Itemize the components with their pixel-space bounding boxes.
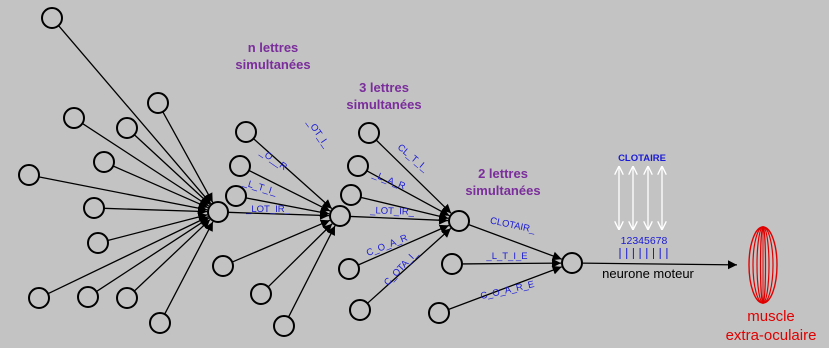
- edge-label-9: C_OTA_I_: [382, 248, 421, 288]
- layer3-input-edge-5: [367, 227, 452, 304]
- input-edge-8: [107, 212, 208, 242]
- layer2-input-edge-5: [267, 223, 333, 288]
- word-label: CLOTAIRE: [618, 153, 666, 164]
- input-neuron-12: [149, 312, 171, 334]
- layer2-input-neuron-4: [212, 255, 234, 277]
- layer3-input-neuron-1: [358, 122, 380, 144]
- edge-label-10: CLOTAIR_: [489, 215, 537, 235]
- input-neuron-2: [63, 107, 85, 129]
- input-edge-11: [133, 219, 211, 292]
- connections: [38, 25, 738, 318]
- layer2-input-edge-2: [248, 169, 331, 212]
- hidden2-to-hidden3-edge: [349, 215, 449, 225]
- positions-label: 12345678: [621, 235, 668, 247]
- muscle-icon: [748, 226, 778, 304]
- input-neuron-1: [41, 7, 63, 29]
- layer2-input-neuron-5: [250, 283, 272, 305]
- input-neuron-3: [116, 117, 138, 139]
- layer2-input-edge-6: [287, 225, 336, 318]
- motor-to-muscle-edge: [581, 260, 738, 270]
- motor-neuron: [561, 252, 583, 274]
- edge-label-12: C_O_A_R_E: [479, 279, 535, 302]
- layer4-input-neuron-1: [441, 253, 463, 275]
- hidden3-to-motor-edge: [468, 223, 562, 261]
- layer3-input-edge-2: [366, 170, 450, 217]
- edge-label-5: _LOT_IR_: [369, 205, 415, 218]
- input-edge-4: [162, 111, 214, 203]
- input-neuron-6: [18, 164, 40, 186]
- input-edge-10: [96, 217, 210, 293]
- hidden-neuron-3: [448, 210, 470, 232]
- edge-label-11: _L_T_I_E: [485, 251, 527, 262]
- input-neuron-10: [77, 286, 99, 308]
- layer4-input-edge-2: [448, 265, 562, 311]
- edge-label-7: CL_T_I_: [395, 142, 431, 174]
- edge-label-1: _LOT_IR_: [245, 204, 291, 215]
- position-ticks: [619, 248, 668, 259]
- input-edge-12: [164, 221, 214, 315]
- hidden1-to-hidden2-edge: [227, 210, 330, 220]
- layer2-input-edge-1: [253, 138, 333, 210]
- muscle-label-line2: extra-oculaire: [726, 327, 817, 344]
- input-neuron-5: [93, 151, 115, 173]
- bidirectional-arrows: [619, 166, 662, 230]
- layer2-input-edge-3: [245, 197, 330, 217]
- layer2-input-neuron-1: [235, 121, 257, 143]
- input-neuron-7: [83, 197, 105, 219]
- layer2-input-neuron-6: [273, 315, 295, 337]
- input-neuron-11: [116, 287, 138, 309]
- layer3-input-edge-1: [375, 139, 452, 214]
- hidden-neuron-1: [207, 201, 229, 223]
- layer3-input-neuron-5: [349, 299, 371, 321]
- input-neuron-9: [28, 287, 50, 309]
- group-3-label-line2: simultanées: [346, 97, 421, 112]
- group-2-label-line1: 2 lettres: [478, 166, 528, 181]
- neurons: [18, 7, 583, 337]
- input-edge-9: [47, 216, 209, 295]
- group-2-label-line2: simultanées: [465, 183, 540, 198]
- layer2-input-edge-4: [231, 219, 331, 263]
- input-edge-7: [103, 206, 208, 216]
- layer3-input-neuron-2: [347, 155, 369, 177]
- layer3-input-neuron-4: [338, 258, 360, 280]
- input-edge-6: [38, 176, 208, 213]
- input-edge-1: [58, 25, 212, 205]
- input-edge-2: [82, 122, 210, 207]
- layer4-input-neuron-2: [428, 302, 450, 324]
- layer4-input-edge-1: [461, 258, 562, 268]
- input-neuron-8: [87, 232, 109, 254]
- group-3-label-line1: 3 lettres: [359, 80, 409, 95]
- layer2-input-neuron-2: [229, 155, 251, 177]
- layer3-input-edge-4: [357, 224, 450, 266]
- muscle-label-line1: muscle: [747, 308, 795, 325]
- edge-label-4: _OT_I_: [304, 117, 332, 151]
- layer3-input-neuron-3: [340, 184, 362, 206]
- hidden-neuron-2: [329, 205, 351, 227]
- edge-label-3: _O__R: [257, 146, 289, 173]
- input-neuron-4: [147, 92, 169, 114]
- input-edge-3: [133, 134, 211, 206]
- motor-neuron-label: neurone moteur: [602, 266, 694, 281]
- group-n-label-line2: simultanées: [235, 57, 310, 72]
- edge-label-6: _L_A_R: [370, 169, 407, 192]
- input-edge-5: [112, 165, 209, 209]
- group-n-label-line1: n lettres: [248, 40, 299, 55]
- layer3-input-edge-3: [360, 196, 449, 221]
- layer2-input-neuron-3: [225, 185, 247, 207]
